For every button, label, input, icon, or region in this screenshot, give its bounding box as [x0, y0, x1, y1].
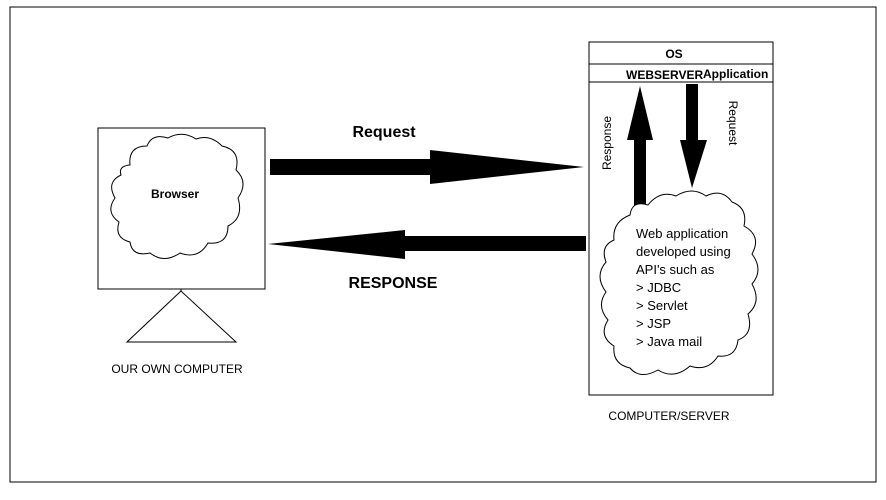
client-computer: Browser OUR OWN COMPUTER: [97, 127, 266, 376]
request-down-arrow: [680, 84, 707, 188]
webapp-description-line: developed using: [636, 244, 731, 259]
response-up-arrow: [627, 86, 653, 210]
request-arrow: [270, 150, 584, 184]
vertical-request-label: Request: [726, 101, 740, 146]
webapp-description-line: > JDBC: [636, 280, 681, 295]
server-computer: OS WEBSERVER Application Response Reques…: [588, 41, 774, 423]
response-arrow: [268, 230, 586, 259]
browser-label: Browser: [151, 187, 199, 201]
browser-cloud: [110, 133, 244, 259]
response-label: RESPONSE: [349, 275, 438, 292]
request-label: Request: [352, 124, 416, 141]
webapp-description-line: > JSP: [636, 316, 671, 331]
webapp-description-line: Web application: [636, 226, 728, 241]
application-label: Application: [703, 67, 768, 81]
monitor-stand: [125, 290, 238, 343]
webapp-description-line: API's such as: [636, 262, 715, 277]
outer-frame: [9, 6, 877, 483]
server-caption: COMPUTER/SERVER: [608, 409, 729, 423]
webapp-description-line: > Servlet: [636, 298, 688, 313]
client-caption: OUR OWN COMPUTER: [111, 362, 243, 376]
os-label: OS: [665, 47, 682, 61]
webapp-description-line: > Java mail: [636, 334, 702, 349]
webapp-cloud: [599, 190, 759, 375]
vertical-response-label: Response: [600, 116, 614, 170]
webserver-label: WEBSERVER: [626, 68, 703, 82]
